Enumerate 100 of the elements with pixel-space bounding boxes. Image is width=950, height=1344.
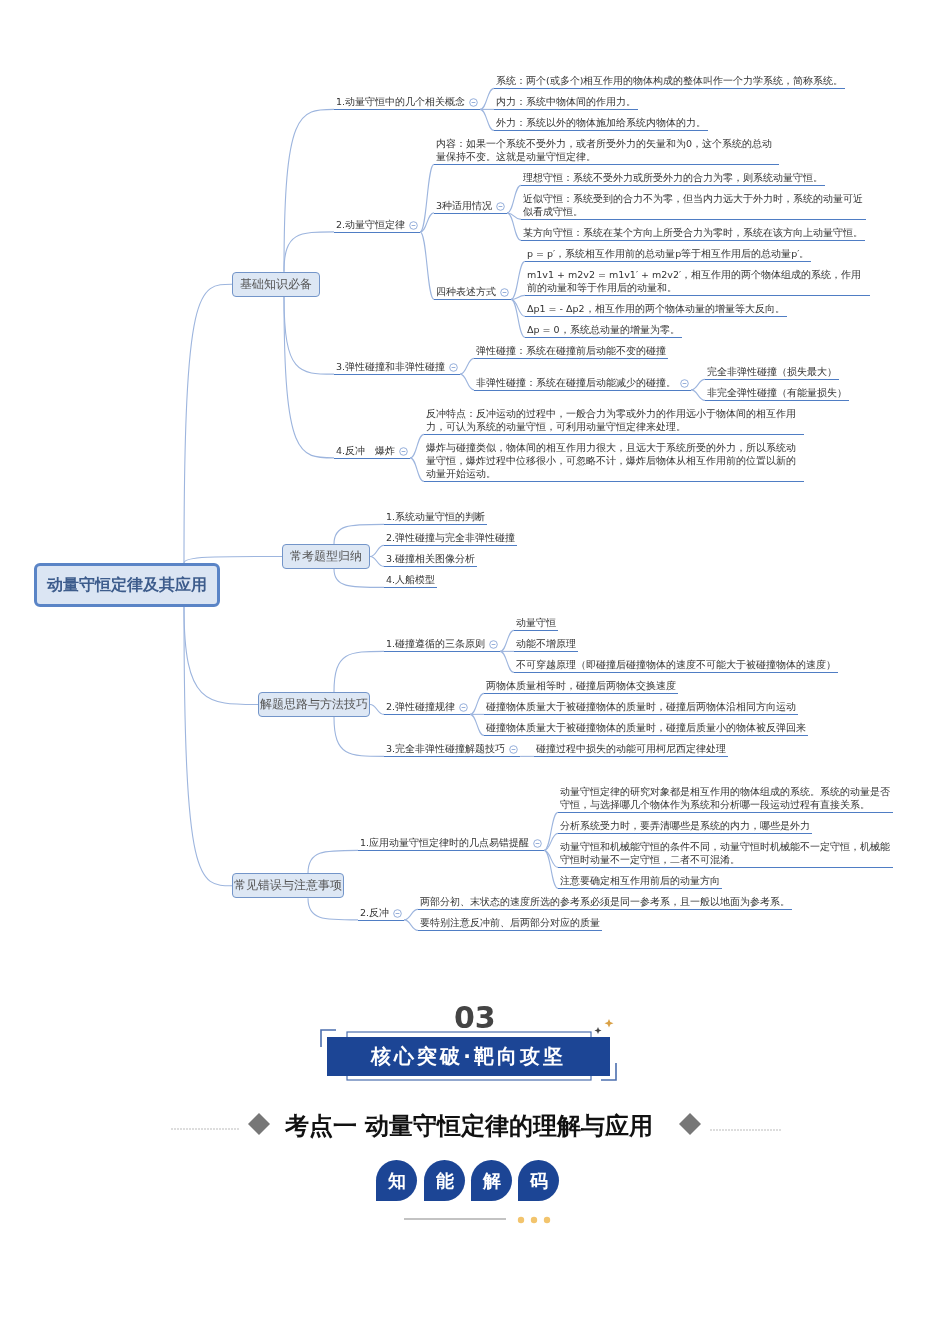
branch-topic-line	[334, 443, 411, 459]
branch-topic-line	[384, 700, 471, 715]
branch-topic: m1v1 + m2v2 = m1v1′ + m2v2′，相互作用的两个物体组成的系统，作用前的动量和等于作用后的动量和。	[525, 268, 870, 296]
badge: 解	[471, 1160, 512, 1201]
connector-line	[183, 283, 233, 564]
connector-line	[283, 231, 335, 273]
central-topic-box: 动量守恒定律及其应用	[34, 563, 220, 607]
connector-line	[499, 629, 515, 652]
connector-line	[510, 260, 526, 300]
branch-text: 3种适用情况	[436, 199, 493, 211]
topic-box: 基础知识必备	[232, 271, 320, 297]
branch-topic: 两部分初、末状态的速度所选的参考系必须是同一参考系，且一般以地面为参考系。	[418, 895, 792, 910]
section-heading: 考点一 动量守恒定律的理解与应用	[285, 1111, 654, 1142]
branch-topic: 2.弹性碰撞与完全非弹性碰撞	[384, 531, 518, 546]
branch-topic: 注意要确定相互作用前后的动量方向	[558, 874, 722, 889]
branch-topic: 理想守恒：系统不受外力或所受外力的合力为零，则系统动量守恒。	[521, 171, 825, 186]
branch-topic-line	[358, 905, 405, 921]
connector-line	[510, 294, 526, 300]
branch-topic-line	[358, 836, 545, 851]
section-number: 03	[454, 1000, 496, 1035]
branch-topic: 要特别注意反冲前、后两部分对应的质量	[418, 916, 602, 931]
connector-line	[403, 908, 419, 921]
connector-line	[543, 849, 559, 868]
connector-line	[510, 298, 526, 317]
branch-topic-line	[384, 742, 521, 757]
branch-text: 2.弹性碰撞规律	[386, 701, 456, 712]
branch-topic: 外力：系统以外的物体施加给系统内物体的力。	[494, 116, 708, 131]
branch-topic: 某方向守恒：系统在某个方向上所受合力为零时，系统在该方向上动量守恒。	[521, 226, 865, 241]
connector-line	[469, 692, 485, 715]
branch-topic-line	[474, 375, 691, 391]
connector-line	[506, 212, 522, 220]
branch-topic: 3.碰撞相关图像分析	[384, 552, 478, 567]
branch-topic: 动量守恒定律的研究对象都是相互作用的物体组成的系统。系统的动量是否守恒，与选择哪几个物体作为系统和分析哪一段运动过程有直接关系。	[558, 785, 893, 813]
connector-line	[499, 650, 515, 652]
topic-box: 常见错误与注意事项	[232, 873, 344, 899]
branch-topic: 系统：两个(或多个)相互作用的物体构成的整体叫作一个力学系统，简称系统。	[494, 74, 846, 89]
badge: 能	[424, 1160, 465, 1201]
topic-box: 常考题型归纳	[282, 544, 370, 569]
connector-line	[369, 544, 385, 558]
branch-topic: 非完全弹性碰撞（有能量损失）	[705, 386, 849, 401]
branch-topic: 碰撞物体质量大于被碰撞物体的质量时，碰撞后两物体沿相同方向运动	[484, 700, 798, 715]
branch-topic: 完全非弹性碰撞（损失最大）	[705, 365, 839, 380]
branch-topic-line	[334, 359, 461, 375]
branch-topic: 两物体质量相等时，碰撞后两物体交换速度	[484, 679, 678, 694]
connector-line	[403, 919, 419, 931]
connector-line	[510, 298, 526, 338]
branch-text: 1.动量守恒中的几个相关概念	[336, 96, 466, 107]
connector-line	[543, 849, 559, 889]
connector-line	[333, 523, 385, 545]
branch-topic: 1.系统动量守恒的判断	[384, 510, 488, 525]
branch-topic: p = p′，系统相互作用前的总动量p等于相互作用后的总动量p′。	[525, 247, 812, 262]
branch-text: 2.反冲	[360, 906, 390, 918]
connector-line	[333, 650, 385, 693]
connector-line	[543, 811, 559, 851]
topic-box: 解题思路与方法技巧	[258, 692, 370, 717]
branch-text: 3.弹性碰撞和非弹性碰撞	[336, 360, 446, 372]
branch-topic: 内力：系统中物体间的作用力。	[494, 95, 638, 110]
connector-line	[519, 755, 535, 757]
connector-line	[479, 108, 495, 131]
connector-line	[506, 184, 522, 214]
branch-text: 4.反冲 爆炸	[336, 444, 396, 456]
branch-topic-line	[334, 217, 421, 233]
branch-topic: 近似守恒：系统受到的合力不为零，但当内力远大于外力时，系统的动量可近似看成守恒。	[521, 192, 866, 220]
branch-topic: 动能不增原理	[514, 637, 578, 652]
connector-line	[419, 231, 435, 300]
branch-text: 2.动量守恒定律	[336, 218, 406, 230]
connector-line	[479, 87, 495, 110]
connector-line	[369, 555, 385, 567]
connector-line	[499, 650, 515, 673]
badge: 码	[518, 1160, 559, 1201]
connector-line	[333, 568, 385, 588]
branch-topic-line	[384, 637, 501, 652]
connector-line	[690, 389, 706, 401]
connector-line	[479, 108, 495, 110]
branch-topic: 碰撞过程中损失的动能可用柯尼西定律处理	[534, 742, 728, 757]
connector-line	[333, 716, 385, 757]
section-banner: 核心突破·靶向攻坚	[327, 1037, 610, 1076]
branch-text: 3.完全非弹性碰撞解题技巧	[386, 743, 506, 754]
branch-topic: 不可穿越原理（即碰撞后碰撞物体的速度不可能大于被碰撞物体的速度）	[514, 658, 838, 673]
connector-line	[409, 457, 425, 482]
connector-line	[690, 378, 706, 391]
connector-line	[469, 713, 485, 736]
badge: 知	[376, 1160, 417, 1201]
branch-topic: 动量守恒和机械能守恒的条件不同，动量守恒时机械能不一定守恒，机械能守恒时动量不一定守恒，二者不可混淆。	[558, 840, 893, 868]
branch-topic: 动量守恒	[514, 616, 558, 631]
connector-line	[419, 163, 435, 233]
branch-topic-line	[334, 95, 481, 110]
branch-text: 1.碰撞遵循的三条原则	[386, 638, 486, 649]
branch-text: 非弹性碰撞：系统在碰撞后动能减少的碰撞。	[476, 376, 676, 388]
connector-line	[307, 897, 359, 921]
branch-topic: 内容：如果一个系统不受外力，或者所受外力的矢量和为0，这个系统的总动量保持不变。这就是动量守恒定律。	[434, 137, 779, 165]
branch-topic: 反冲特点：反冲运动的过程中，一般合力为零或外力的作用远小于物体间的相互作用力，可认为系统的动量守恒，可利用动量守恒定律来处理。	[424, 407, 804, 435]
branch-topic-line	[434, 285, 511, 300]
branch-text: 四种表述方式	[436, 286, 496, 297]
connector-line	[369, 703, 385, 715]
connector-line	[469, 713, 485, 715]
branch-topic: 弹性碰撞：系统在碰撞前后动能不变的碰撞	[474, 344, 668, 359]
connector-line	[459, 357, 475, 375]
connector-line	[409, 433, 425, 459]
branch-topic: 4.人船模型	[384, 573, 438, 588]
